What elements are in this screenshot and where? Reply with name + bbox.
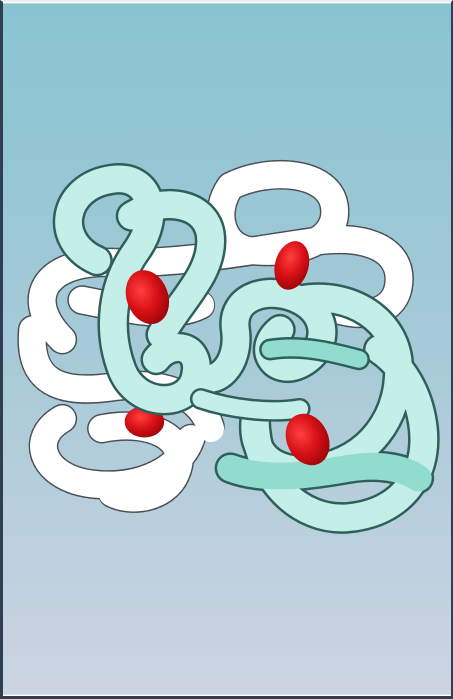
protein-diagram — [3, 2, 451, 696]
